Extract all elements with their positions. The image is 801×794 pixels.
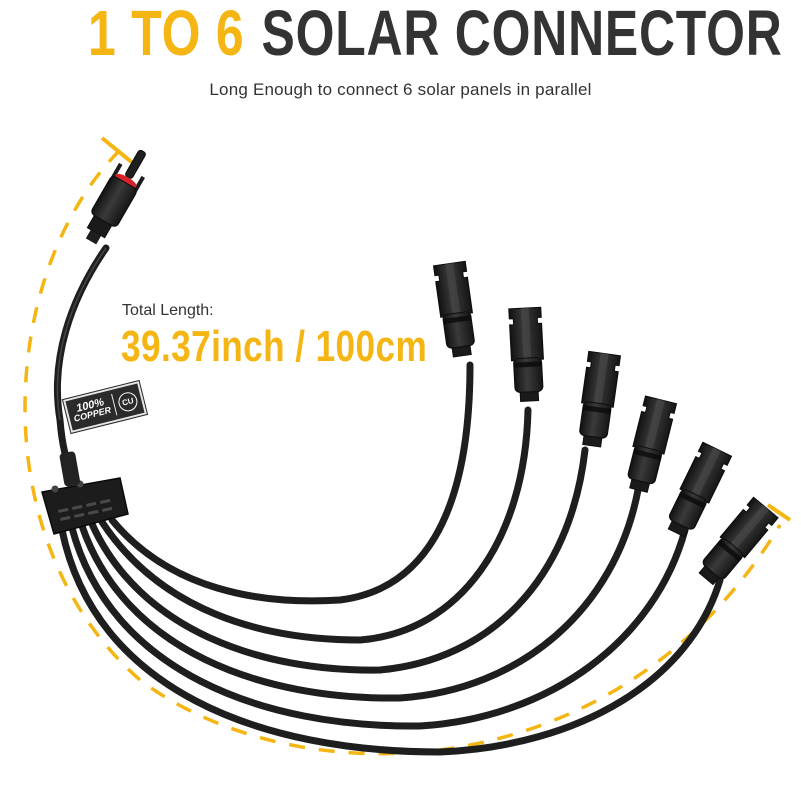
branch-hub xyxy=(41,451,129,535)
input-cable xyxy=(54,244,110,479)
length-measure-arc xyxy=(23,148,782,756)
output-connector-4 xyxy=(622,395,678,495)
output-cable-4 xyxy=(78,486,642,702)
total-length-label: Total Length: xyxy=(122,302,214,319)
headline-accent: 1 TO 6 xyxy=(88,0,245,69)
output-cable-2 xyxy=(98,406,532,644)
cu-badge-icon: CU xyxy=(116,389,140,413)
output-connector-3 xyxy=(575,350,621,449)
output-cable-6 xyxy=(58,526,724,756)
total-length-value: 39.37inch / 100cm xyxy=(121,322,428,371)
copper-tag-text: 100% COPPER xyxy=(71,396,112,423)
measure-endcap-bottom xyxy=(766,503,792,522)
output-connector-2 xyxy=(508,306,547,403)
output-cable-1 xyxy=(108,361,474,605)
subtitle: Long Enough to connect 6 solar panels in… xyxy=(209,80,592,99)
output-cable-5 xyxy=(68,524,689,730)
output-cable-3 xyxy=(88,446,589,674)
headline-main: SOLAR CONNECTOR xyxy=(261,0,783,69)
output-connector-1 xyxy=(433,260,479,359)
output-connector-6 xyxy=(693,496,779,590)
copper-tag-divider xyxy=(111,393,118,416)
measure-endcap-top xyxy=(100,136,136,166)
output-connector-5 xyxy=(661,441,733,541)
output-cables xyxy=(58,361,724,756)
male-input-connector xyxy=(85,149,146,245)
